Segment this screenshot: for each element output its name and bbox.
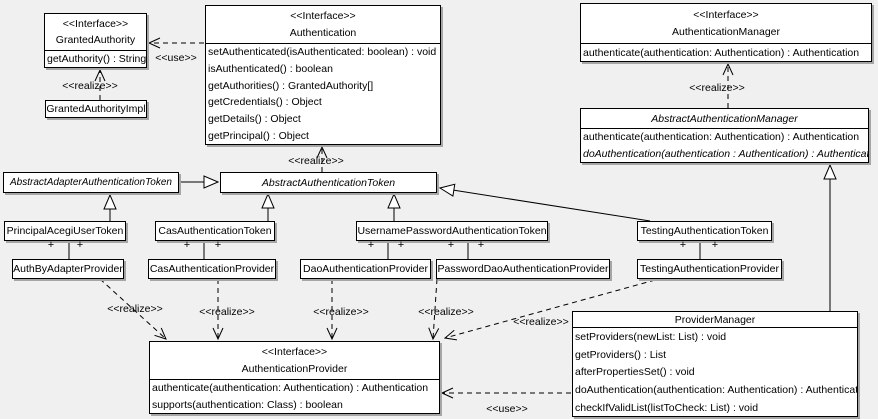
role-plus: + — [367, 239, 375, 251]
class-cas-authentication-provider: CasAuthenticationProvider — [148, 259, 276, 279]
realize-label: <<realize>> — [313, 306, 369, 318]
class-stereotype: <<Interface>> — [62, 18, 129, 30]
class-provider-manager: ProviderManager setProviders(newList: Li… — [572, 311, 858, 417]
class-authentication-manager: <<Interface>> AuthenticationManager auth… — [580, 3, 872, 62]
class-abstract-authentication-manager: AbstractAuthenticationManager authentica… — [580, 108, 869, 163]
class-title: TestingAuthenticationProvider — [640, 263, 779, 275]
method-row: getDetails() : Object — [208, 113, 301, 126]
class-header: AbstractAuthenticationManager — [581, 109, 868, 129]
method-row: getAuthority() : String — [47, 53, 146, 65]
class-granted-authority-impl: GrantedAuthorityImpl — [45, 100, 147, 118]
method-row: setProviders(newList: List) : void — [575, 330, 727, 343]
method-compartment: authenticate(authentication: Authenticat… — [150, 380, 439, 413]
method-row: getPrincipal() : Object — [208, 129, 309, 142]
method-row: getAuthorities() : GrantedAuthority[] — [208, 79, 374, 92]
method-row: checkIfValidList(listToCheck: List) : vo… — [575, 402, 759, 415]
class-header: <<Interface>> GrantedAuthority — [45, 14, 146, 51]
class-title: AuthenticationProvider — [241, 362, 348, 375]
method-compartment: setProviders(newList: List) : void getPr… — [573, 328, 857, 417]
method-row: doAuthentication(authentication : Authen… — [583, 147, 868, 160]
class-testing-authentication-token: TestingAuthenticationToken — [637, 221, 772, 241]
class-cas-authentication-token: CasAuthenticationToken — [155, 221, 275, 241]
method-compartment: authenticate(authentication: Authenticat… — [581, 129, 868, 162]
method-compartment: setAuthenticated(isAuthenticated: boolea… — [206, 44, 440, 144]
class-title: GrantedAuthorityImpl — [46, 103, 146, 115]
method-row: setAuthenticated(isAuthenticated: boolea… — [208, 46, 437, 59]
class-stereotype: <<Interface>> — [693, 9, 759, 21]
class-header: <<Interface>> Authentication — [206, 6, 440, 44]
class-dao-authentication-provider: DaoAuthenticationProvider — [300, 259, 431, 279]
class-header: <<Interface>> AuthenticationProvider — [150, 342, 439, 380]
use-label: <<use>> — [486, 403, 528, 415]
role-plus: + — [447, 239, 455, 251]
class-title: AbstractAuthenticationManager — [651, 112, 798, 125]
class-title: TestingAuthenticationToken — [640, 225, 769, 237]
role-plus: + — [76, 239, 84, 251]
class-title: CasAuthenticationToken — [158, 225, 272, 237]
role-plus: + — [214, 239, 222, 251]
class-stereotype: <<Interface>> — [261, 346, 328, 359]
method-row: getProviders() : List — [575, 348, 667, 361]
realize-testing-provider-to-authentication-provider — [445, 279, 656, 338]
method-compartment: getAuthority() : String — [45, 51, 146, 67]
class-abstract-adapter-authentication-token: AbstractAdapterAuthenticationToken — [3, 172, 179, 193]
method-row: authenticate(authentication: Authenticat… — [583, 131, 860, 144]
method-compartment: authenticate(authentication: Authenticat… — [581, 44, 871, 61]
class-title: PrincipalAcegiUserToken — [6, 225, 124, 237]
class-granted-authority: <<Interface>> GrantedAuthority getAuthor… — [44, 13, 147, 68]
realize-authbyadapter-to-authentication-provider — [99, 278, 166, 339]
class-title: Authentication — [289, 26, 357, 39]
realize-label: <<realize>> — [689, 82, 745, 94]
role-plus: + — [183, 239, 191, 251]
use-label: <<use>> — [155, 52, 197, 64]
class-abstract-authentication-token: AbstractAuthenticationToken — [220, 172, 437, 193]
method-row: authenticate(authentication: Authenticat… — [152, 382, 429, 395]
class-title: PasswordDaoAuthenticationProvider — [437, 263, 609, 275]
role-plus: + — [711, 239, 719, 251]
method-row: getCredentials() : Object — [208, 96, 322, 109]
method-row: isAuthenticated() : boolean — [208, 63, 333, 75]
class-title: AuthByAdapterProvider — [13, 263, 123, 275]
class-title: UsernamePasswordAuthenticationToken — [357, 225, 547, 237]
generalization-testing-token-to-abstract-token — [440, 188, 651, 222]
realize-label: <<realize>> — [62, 80, 118, 92]
class-testing-authentication-provider: TestingAuthenticationProvider — [637, 259, 782, 279]
class-stereotype: <<Interface>> — [290, 10, 356, 23]
class-header: ProviderManager — [573, 312, 857, 328]
realize-label: <<realize>> — [418, 306, 474, 318]
realize-label: <<realize>> — [199, 306, 255, 318]
class-auth-by-adapter-provider: AuthByAdapterProvider — [12, 259, 124, 279]
method-row: authenticate(authentication: Authenticat… — [583, 46, 860, 59]
class-password-dao-authentication-provider: PasswordDaoAuthenticationProvider — [436, 259, 610, 279]
class-authentication: <<Interface>> Authentication setAuthenti… — [205, 5, 441, 145]
realize-label: <<realize>> — [107, 303, 163, 315]
class-title: AbstractAdapterAuthenticationToken — [10, 177, 172, 188]
class-header: <<Interface>> AuthenticationManager — [581, 4, 871, 44]
realize-passworddao-provider-to-authentication-provider — [433, 278, 437, 339]
class-username-password-authentication-token: UsernamePasswordAuthenticationToken — [356, 221, 548, 241]
class-principal-acegi-user-token: PrincipalAcegiUserToken — [4, 221, 126, 241]
class-title: ProviderManager — [674, 313, 756, 326]
role-plus: + — [477, 239, 485, 251]
class-authentication-provider: <<Interface>> AuthenticationProvider aut… — [149, 341, 440, 414]
realize-label: <<realize>> — [513, 316, 569, 328]
role-plus: + — [397, 239, 405, 251]
class-title: AuthenticationManager — [672, 26, 780, 38]
method-row: supports(authentication: Class) : boolea… — [152, 398, 343, 411]
realize-label: <<realize>> — [288, 155, 344, 167]
method-row: afterPropertiesSet() : void — [575, 366, 695, 379]
role-plus: + — [47, 239, 55, 251]
class-title: DaoAuthenticationProvider — [303, 263, 428, 275]
role-plus: + — [679, 239, 687, 251]
class-title: AbstractAuthenticationToken — [261, 176, 396, 189]
method-row: doAuthentication(authentication: Authent… — [575, 384, 857, 397]
class-title: CasAuthenticationProvider — [149, 263, 275, 275]
class-title: GrantedAuthority — [55, 34, 136, 46]
